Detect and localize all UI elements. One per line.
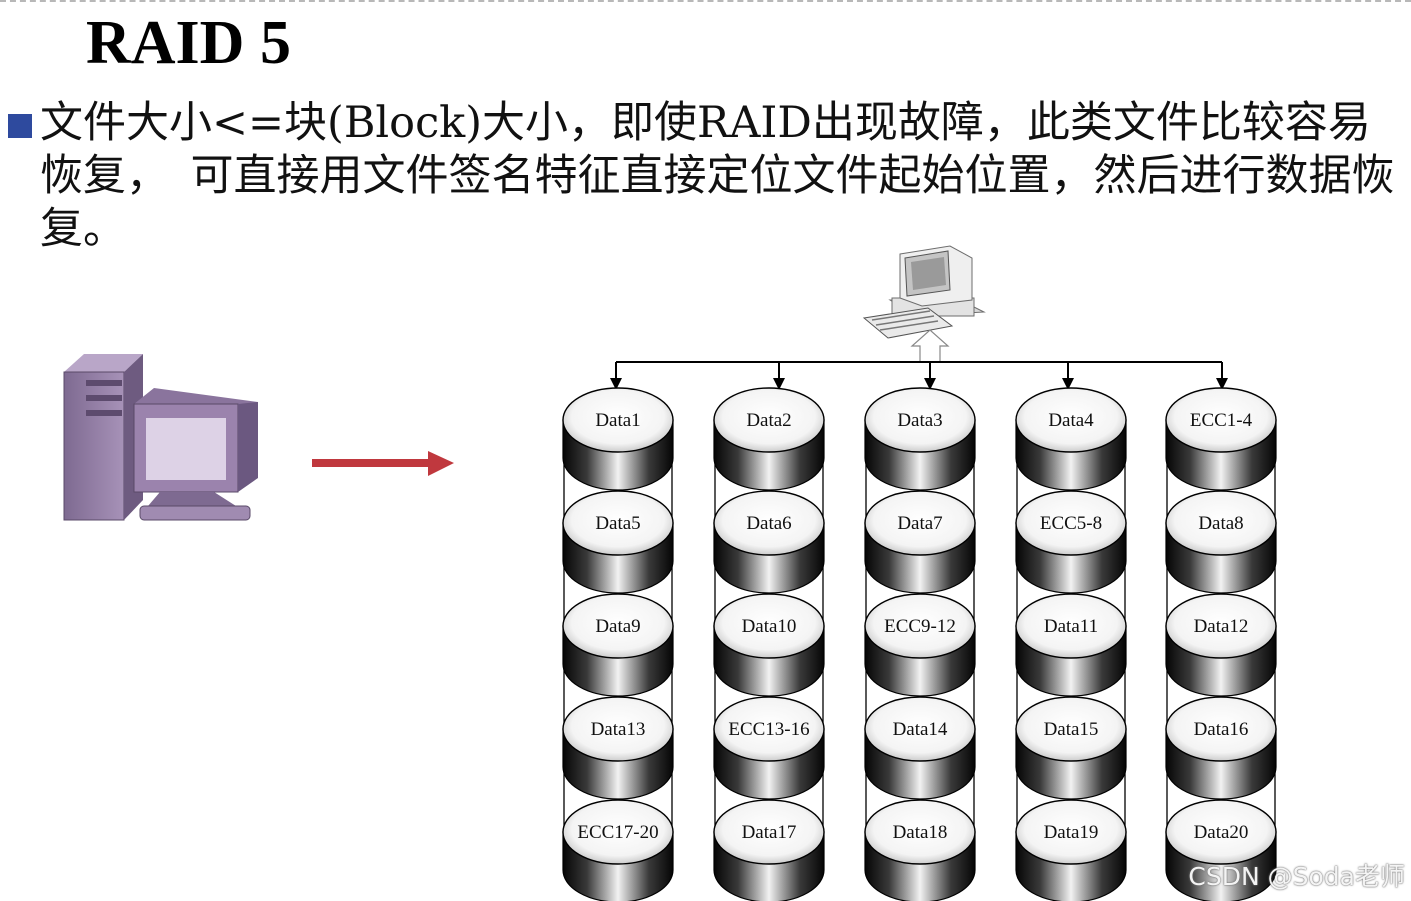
disk-block-top — [864, 387, 976, 453]
disk-block-top — [1015, 696, 1127, 762]
disk-block-label: Data5 — [595, 513, 640, 534]
disk-block-top — [1015, 799, 1127, 865]
disk-block: Data16 — [1165, 696, 1277, 800]
disk-block: ECC5-8 — [1015, 490, 1127, 594]
disk-block: ECC13-16 — [713, 696, 825, 800]
disk-block: ECC1-4 — [1165, 387, 1277, 491]
disk-block-top — [562, 696, 674, 762]
disk-block-top — [1165, 799, 1277, 865]
disk-block-label: Data19 — [1044, 822, 1099, 843]
disk-block: Data4 — [1015, 387, 1127, 491]
bullet-text: 文件大小<=块(Block)大小，即使RAID出现故障，此类文件比较容易恢复， … — [40, 98, 1395, 254]
disk-block-label: Data18 — [893, 822, 948, 843]
disk-block: Data10 — [713, 593, 825, 697]
disk-block: ECC9-12 — [864, 593, 976, 697]
disk-block: Data5 — [562, 490, 674, 594]
disk-block-label: Data6 — [746, 513, 791, 534]
disk-block: Data3 — [864, 387, 976, 491]
disk-block-top — [1165, 490, 1277, 556]
desktop-computer-icon — [63, 354, 258, 521]
disk-block: Data8 — [1165, 490, 1277, 594]
disk-block-label: ECC1-4 — [1190, 410, 1253, 431]
disk-block-top — [1165, 696, 1277, 762]
disk-block-top — [864, 490, 976, 556]
disk-block: Data1 — [562, 387, 674, 491]
disk-block-top — [864, 799, 976, 865]
disk-block: Data18 — [864, 799, 976, 901]
disk-block-label: Data11 — [1044, 616, 1098, 637]
disk-block: Data7 — [864, 490, 976, 594]
disk-block-label: ECC9-12 — [884, 616, 956, 637]
bus-connector — [610, 361, 1228, 390]
watermark: CSDN @Soda老师 — [1188, 862, 1405, 891]
disk-block-top — [713, 696, 825, 762]
disk-block: Data6 — [713, 490, 825, 594]
disk-block-top — [713, 387, 825, 453]
disk-block-label: Data20 — [1194, 822, 1249, 843]
slide-title: RAID 5 — [86, 9, 291, 77]
disk-block-label: Data15 — [1044, 719, 1099, 740]
disk-block-label: Data10 — [742, 616, 797, 637]
disk-block: Data19 — [1015, 799, 1127, 901]
disk-block-top — [864, 593, 976, 659]
top-dashed-rule — [0, 0, 1411, 2]
disk-block-label: Data9 — [595, 616, 640, 637]
disk-block-label: ECC17-20 — [577, 822, 658, 843]
disk-block-top — [713, 799, 825, 865]
disk-block-label: ECC13-16 — [728, 719, 809, 740]
disk-block: Data20 — [1165, 799, 1277, 901]
disk-block-label: Data8 — [1198, 513, 1243, 534]
disk-block-label: Data7 — [897, 513, 942, 534]
disk-block-top — [1165, 387, 1277, 453]
disk-block: Data17 — [713, 799, 825, 901]
data-flow-arrow — [312, 451, 454, 476]
disk-block: Data15 — [1015, 696, 1127, 800]
disk-block: Data13 — [562, 696, 674, 800]
disk-block: Data12 — [1165, 593, 1277, 697]
disk-block-top — [1015, 593, 1127, 659]
disk-block-label: Data17 — [742, 822, 797, 843]
disk-block-top — [562, 799, 674, 865]
disk-block: Data2 — [713, 387, 825, 491]
disk-block: ECC17-20 — [562, 799, 674, 901]
disk-block-label: Data12 — [1194, 616, 1249, 637]
disk-block-top — [713, 593, 825, 659]
disk-block-label: Data4 — [1048, 410, 1094, 431]
bullet-square-icon — [8, 114, 32, 138]
disk-block-label: Data16 — [1194, 719, 1249, 740]
disk-block-top — [1015, 490, 1127, 556]
disk-block-label: Data2 — [746, 410, 791, 431]
disk-block-label: Data1 — [595, 410, 640, 431]
disk-block-top — [562, 593, 674, 659]
disk-block: Data9 — [562, 593, 674, 697]
disk-block-top — [1015, 387, 1127, 453]
disk-block-top — [562, 490, 674, 556]
disk-block-top — [864, 696, 976, 762]
workstation-computer-icon — [862, 245, 986, 363]
disk-block-label: ECC5-8 — [1040, 513, 1102, 534]
disk-block-label: Data13 — [591, 719, 646, 740]
disk-array: Data1Data5Data9Data13ECC17-20Data2Data6D… — [562, 387, 1277, 901]
disk-block-top — [1165, 593, 1277, 659]
disk-block-label: Data14 — [893, 719, 948, 740]
disk-block-top — [562, 387, 674, 453]
disk-block-top — [713, 490, 825, 556]
disk-block-label: Data3 — [897, 410, 942, 431]
disk-block: Data11 — [1015, 593, 1127, 697]
disk-block: Data14 — [864, 696, 976, 800]
